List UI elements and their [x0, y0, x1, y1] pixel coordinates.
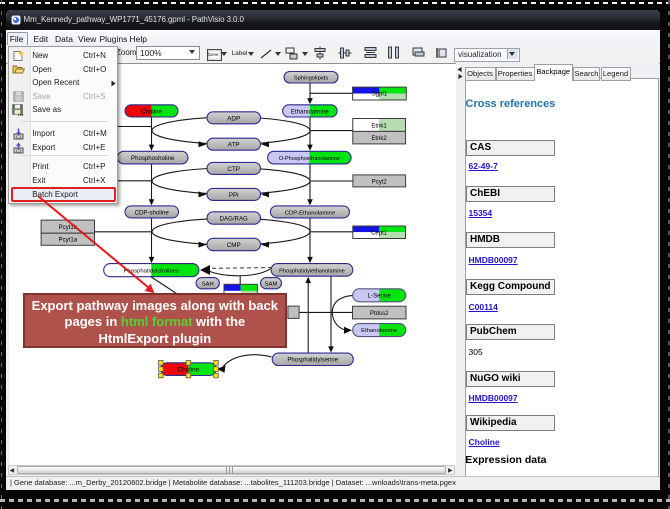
svg-text:O-Phosphoethanolamine: O-Phosphoethanolamine: [279, 156, 340, 162]
svg-text:CMP: CMP: [227, 242, 241, 249]
svg-text:Choline: Choline: [141, 108, 162, 115]
svg-text:Phosphatidylethanolamine: Phosphatidylethanolamine: [279, 269, 345, 275]
svg-text:Pcyt1a: Pcyt1a: [58, 237, 77, 244]
svg-text:CTP: CTP: [227, 166, 240, 173]
svg-text:Pcyt2: Pcyt2: [372, 179, 388, 185]
svg-text:Sgpl1: Sgpl1: [372, 92, 388, 98]
svg-text:Choline: Choline: [177, 366, 199, 373]
svg-text:L-Serine: L-Serine: [368, 292, 392, 299]
svg-text:SAH: SAH: [202, 282, 214, 288]
svg-text:Sphingolipids: Sphingolipids: [294, 76, 329, 82]
svg-text:Phosphatidylcholines: Phosphatidylcholines: [124, 269, 179, 275]
svg-text:CDP-sholine: CDP-sholine: [135, 209, 170, 216]
svg-text:CDP-Ethanolamine: CDP-Ethanolamine: [285, 210, 336, 216]
svg-text:ADP: ADP: [227, 115, 240, 122]
svg-text:ATP: ATP: [228, 142, 240, 149]
svg-text:Phosphatidylserine: Phosphatidylserine: [287, 358, 338, 364]
svg-text:PPi: PPi: [229, 192, 239, 199]
svg-text:Ethanolamine: Ethanolamine: [291, 108, 329, 115]
svg-text:Phosphosholine: Phosphosholine: [131, 155, 175, 162]
svg-text:DAG/RAG: DAG/RAG: [220, 216, 248, 223]
svg-text:Cept1: Cept1: [371, 231, 388, 237]
svg-text:Ptdss2: Ptdss2: [370, 310, 389, 317]
svg-text:Ethanolamine: Ethanolamine: [361, 328, 398, 334]
svg-text:Etnk1: Etnk1: [371, 123, 387, 129]
svg-text:SAM: SAM: [265, 282, 278, 288]
svg-text:Pcyt1b: Pcyt1b: [58, 224, 77, 231]
svg-text:Etnk2: Etnk2: [371, 136, 387, 142]
